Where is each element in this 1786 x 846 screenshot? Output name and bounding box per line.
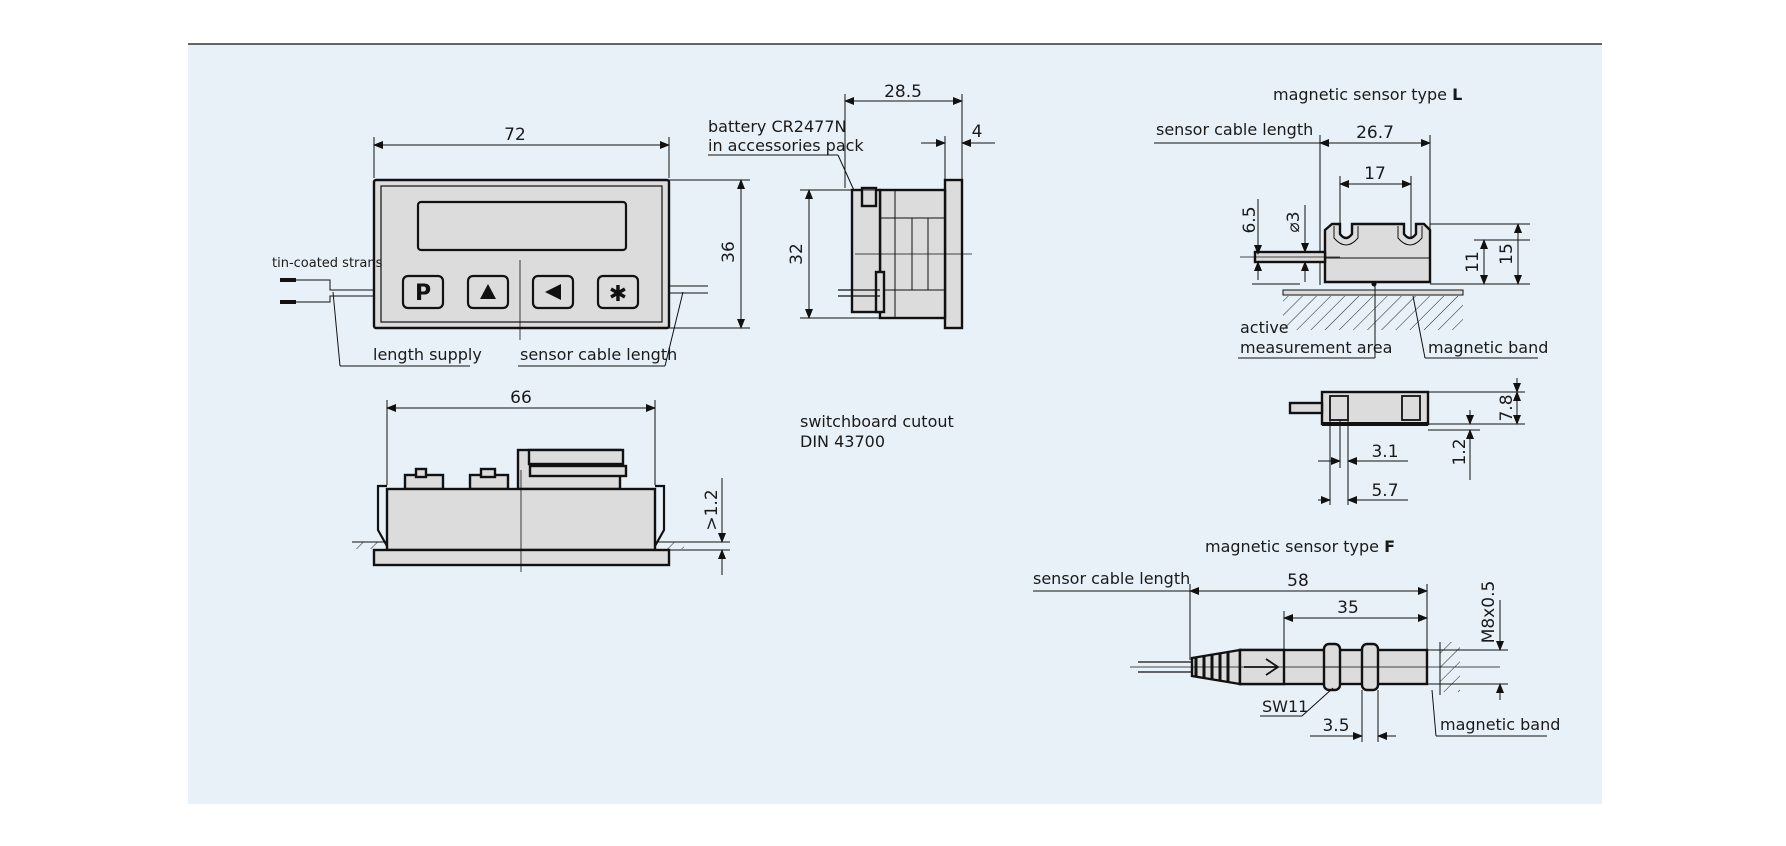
front-view: 72 P ✱ tin-coated strans length supply s… xyxy=(272,125,750,367)
dim-11: 11 xyxy=(1463,251,1483,273)
sensor-f-cable-label: sensor cable length xyxy=(1033,569,1190,588)
cutout-line2: DIN 43700 xyxy=(800,432,885,451)
star-icon: ✱ xyxy=(609,282,627,307)
dim-32: 32 xyxy=(787,243,807,265)
sensor-l-title: magnetic sensor type L xyxy=(1273,85,1462,104)
button-p-label: P xyxy=(415,281,431,306)
length-supply-label: length supply xyxy=(373,345,482,364)
side-view: 28.5 4 battery CR2477N in accessories pa… xyxy=(708,82,995,330)
button-p xyxy=(401,274,445,310)
battery-label-line1: battery CR2477N xyxy=(708,117,846,136)
dim-58: 58 xyxy=(1287,571,1309,591)
sensor-l-cable-label: sensor cable length xyxy=(1156,120,1313,139)
dim-gt-1-2: >1.2 xyxy=(702,489,722,530)
button-star xyxy=(596,274,640,310)
sensor-f-title: magnetic sensor type F xyxy=(1205,537,1395,556)
dim-28-5: 28.5 xyxy=(884,82,922,102)
thread-label: M8x0.5 xyxy=(1479,581,1499,644)
active-label-1: active xyxy=(1240,318,1289,337)
dim-1-2: 1.2 xyxy=(1450,438,1470,465)
dim-15: 15 xyxy=(1497,243,1517,265)
left-arrow-icon xyxy=(545,284,561,300)
sensor-l: magnetic sensor type L sensor cable leng… xyxy=(1154,85,1548,505)
dim-3-5: 3.5 xyxy=(1322,716,1349,736)
sw11-label: SW11 xyxy=(1262,697,1308,716)
active-label-2: measurement area xyxy=(1240,338,1392,357)
dim-35: 35 xyxy=(1337,598,1359,618)
display-window xyxy=(416,200,628,252)
wire-label: tin-coated strans xyxy=(272,256,383,271)
bottom-view: 66 >1.2 xyxy=(352,388,730,575)
dim-7-8: 7.8 xyxy=(1497,394,1517,421)
sensor-f: magnetic sensor type F sensor cable leng… xyxy=(1033,537,1560,742)
dim-26-7: 26.7 xyxy=(1356,123,1394,143)
dim-66: 66 xyxy=(510,388,532,408)
dim-5-7: 5.7 xyxy=(1371,481,1398,501)
battery-label-line2: in accessories pack xyxy=(708,136,864,155)
dim-17: 17 xyxy=(1364,164,1386,184)
cutout-line1: switchboard cutout xyxy=(800,412,954,431)
dim-72: 72 xyxy=(504,125,526,145)
dim-36: 36 xyxy=(719,241,739,263)
dim-4: 4 xyxy=(972,122,983,142)
dim-6-5: 6.5 xyxy=(1240,206,1260,233)
front-sensor-cable-label: sensor cable length xyxy=(520,345,677,364)
sensor-l-band-label: magnetic band xyxy=(1428,338,1548,357)
dim-3-1: 3.1 xyxy=(1371,442,1398,462)
dim-phi-3: ⌀3 xyxy=(1284,211,1304,232)
sensor-f-band-label: magnetic band xyxy=(1440,715,1560,734)
up-arrow-icon xyxy=(480,284,496,299)
